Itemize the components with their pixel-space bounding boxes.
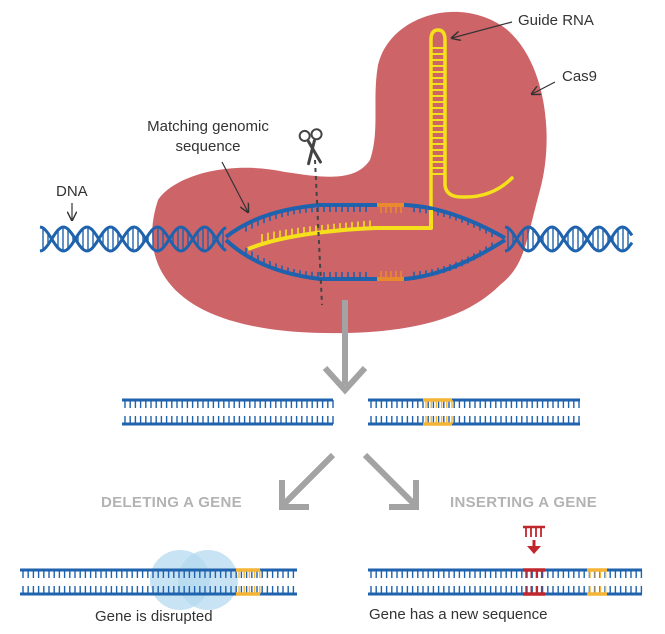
repair-bubble xyxy=(150,550,238,610)
cut-dna-left-piece xyxy=(122,398,334,426)
cut-line xyxy=(314,159,323,306)
right-diagonal-arrow xyxy=(362,452,419,510)
guide-rna-binding-strand xyxy=(247,210,433,251)
disrupted-gene-dna xyxy=(20,568,297,596)
inserting-gene-heading: INSERTING A GENE xyxy=(450,494,598,511)
matching-label-line2: sequence xyxy=(175,138,241,155)
gene-disrupted-caption: Gene is disrupted xyxy=(95,608,213,625)
matching-label-line1: Matching genomic xyxy=(147,118,269,135)
down-arrow xyxy=(322,300,368,395)
dna-double-helix xyxy=(39,203,634,281)
cas9-pointer xyxy=(532,81,556,94)
gene-new-sequence-caption: Gene has a new sequence xyxy=(369,606,548,623)
guide-rna-pointer xyxy=(452,21,513,38)
deleting-gene-heading: DELETING A GENE xyxy=(101,494,242,511)
left-diagonal-arrow xyxy=(279,452,336,510)
scissors-icon xyxy=(298,128,323,166)
dna-label: DNA xyxy=(56,183,88,200)
cas9-protein xyxy=(152,11,547,334)
guide-rna-hairpin xyxy=(429,28,514,212)
cas9-label: Cas9 xyxy=(562,68,598,85)
matching-pointer xyxy=(221,161,248,212)
guide-rna-label: Guide RNA xyxy=(518,12,594,29)
inserted-sequence xyxy=(523,525,545,554)
new-sequence-dna xyxy=(368,568,643,596)
cut-dna-right-piece xyxy=(368,398,580,426)
